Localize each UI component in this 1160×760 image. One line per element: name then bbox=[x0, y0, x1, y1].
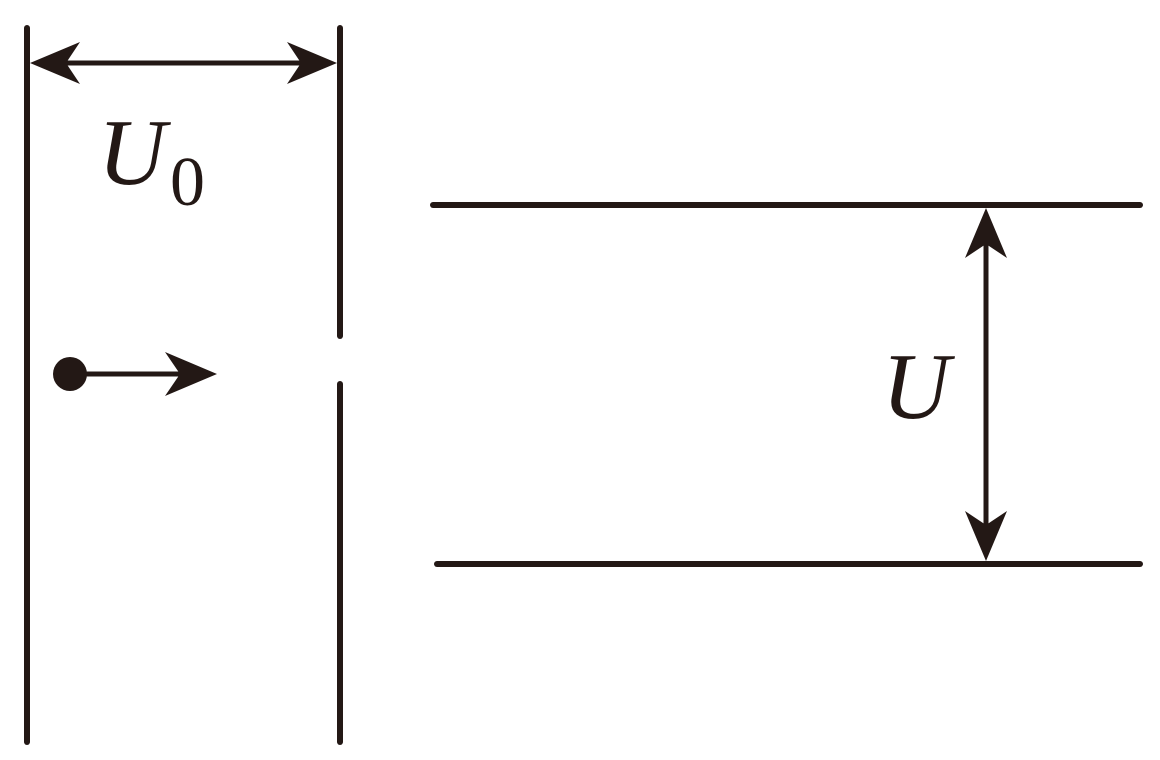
accelerating-voltage-subscript: 0 bbox=[170, 144, 205, 221]
deflecting-voltage-label: U bbox=[882, 335, 955, 439]
particle-velocity-arrow bbox=[70, 352, 217, 396]
deflecting-voltage-arrow bbox=[965, 208, 1007, 561]
accelerating-voltage-label: U bbox=[98, 101, 171, 205]
accelerating-voltage-arrow bbox=[30, 42, 337, 84]
